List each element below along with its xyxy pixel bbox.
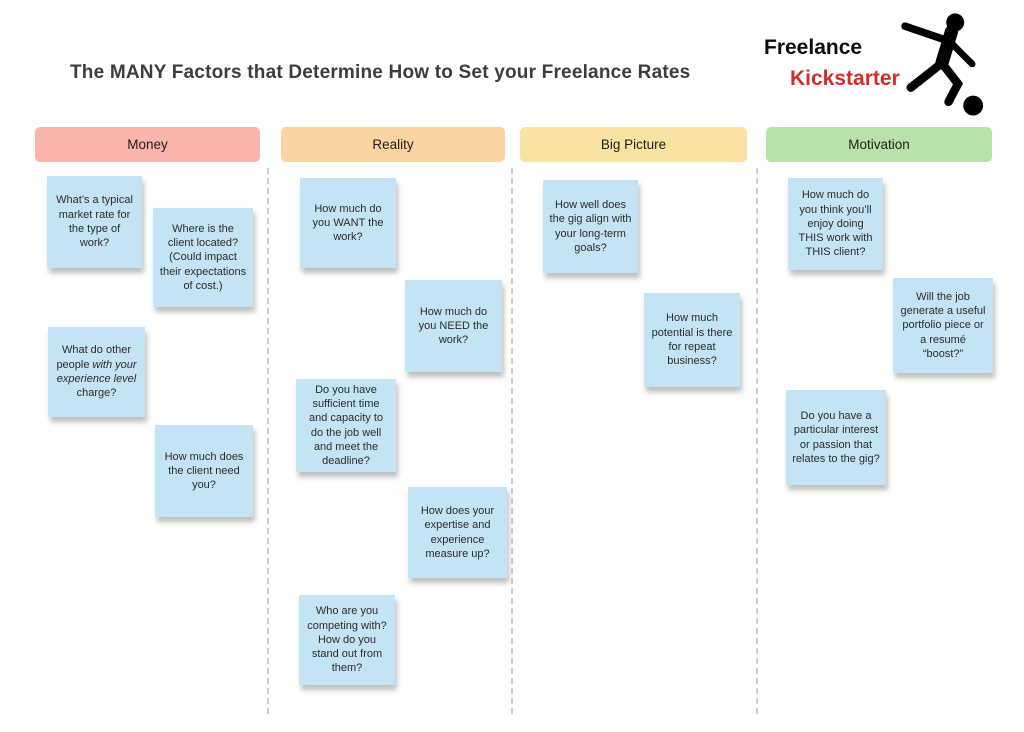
sticky-note-peer-rates: What do other people with your experienc…	[48, 327, 145, 417]
sticky-note-expertise: How does your expertise and experience m…	[408, 487, 507, 578]
column-header-motivation: Motivation	[766, 127, 992, 162]
sticky-note-enjoy-work: How much do you think you’ll enjoy doing…	[788, 178, 883, 270]
sticky-note-competition: Who are you competing with? How do you s…	[299, 595, 395, 685]
kicking-figure-icon	[901, 13, 984, 116]
logo-text-kickstarter: Kickstarter	[790, 67, 900, 90]
column-header-big-picture: Big Picture	[520, 127, 747, 162]
column-divider	[267, 168, 269, 714]
logo-text-freelance: Freelance	[764, 36, 863, 59]
sticky-note-client-location: Where is the client located? (Could impa…	[153, 208, 253, 307]
sticky-note-client-need: How much does the client need you?	[155, 425, 253, 517]
sticky-note-time-capacity: Do you have sufficient time and capacity…	[296, 379, 396, 472]
sticky-note-repeat-business: How much potential is there for repeat b…	[644, 293, 740, 387]
sticky-note-portfolio-boost: Will the job generate a useful portfolio…	[893, 278, 993, 373]
sticky-note-want-work: How much do you WANT the work?	[300, 178, 396, 268]
column-divider	[511, 168, 513, 714]
column-header-money: Money	[35, 127, 260, 162]
column-header-reality: Reality	[281, 127, 505, 162]
sticky-note-interest-passion: Do you have a particular interest or pas…	[786, 390, 886, 485]
sticky-note-need-work: How much do you NEED the work?	[405, 280, 502, 372]
sticky-note-market-rate: What’s a typical market rate for the typ…	[47, 176, 142, 268]
page-title: The MANY Factors that Determine How to S…	[70, 62, 691, 83]
column-divider	[756, 168, 758, 714]
sticky-note-long-term-goals: How well does the gig align with your lo…	[543, 180, 638, 273]
